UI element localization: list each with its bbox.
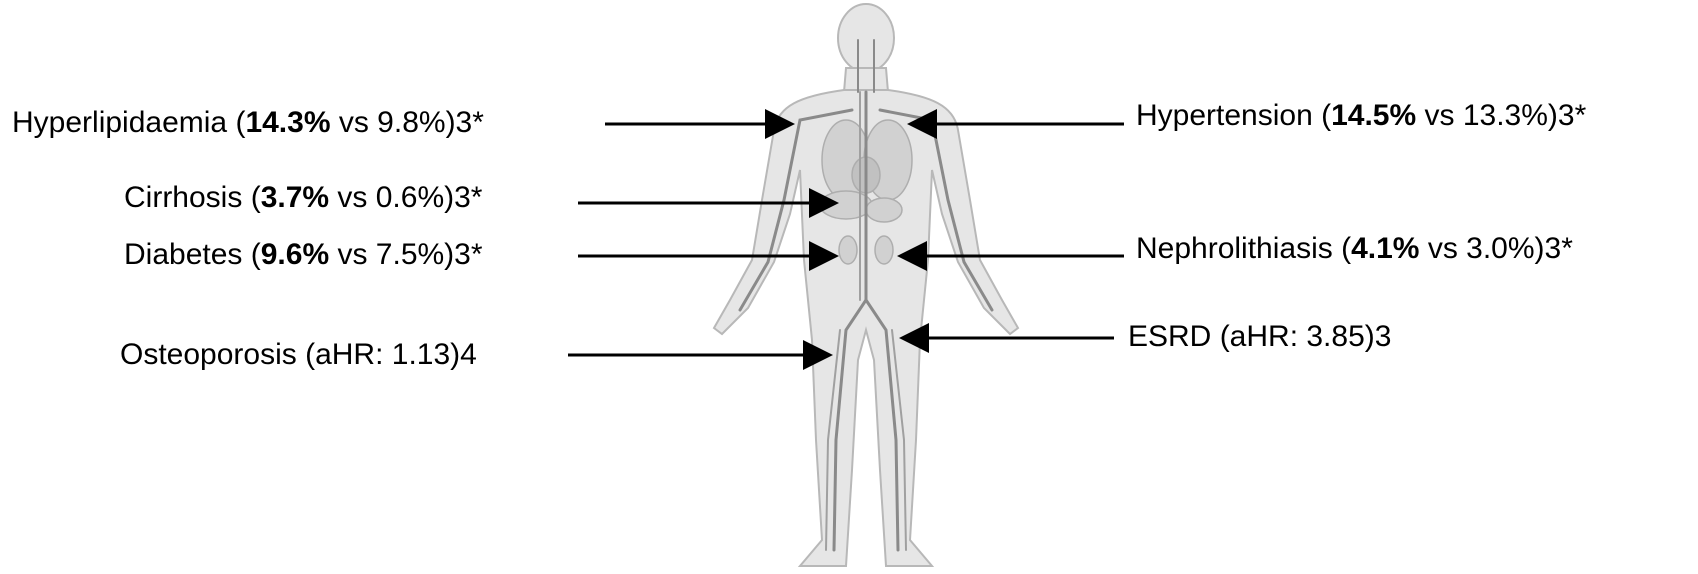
label-nephrolithiasis: Nephrolithiasis (4.1% vs 3.0%)3* xyxy=(1136,232,1573,266)
condition-name: Hypertension xyxy=(1136,99,1313,132)
patient-rate: 3.7% xyxy=(261,181,329,214)
label-hyperlipidaemia: Hyperlipidaemia (14.3% vs 9.8%)3* xyxy=(12,106,484,140)
comparison-text: vs 0.6%)3* xyxy=(329,181,482,214)
condition-name: Diabetes xyxy=(124,238,242,271)
condition-name: Osteoporosis xyxy=(120,338,297,371)
comparison-text: vs 9.8%)3* xyxy=(331,106,484,139)
label-cirrhosis: Cirrhosis (3.7% vs 0.6%)3* xyxy=(124,181,482,215)
condition-name: Nephrolithiasis xyxy=(1136,232,1333,265)
patient-rate: 14.5% xyxy=(1331,99,1416,132)
blood-vessels xyxy=(740,40,992,550)
comparison-text: vs 3.0%)3* xyxy=(1419,232,1572,265)
patient-rate: 9.6% xyxy=(261,238,329,271)
patient-rate: 4.1% xyxy=(1351,232,1419,265)
condition-name: Hyperlipidaemia xyxy=(12,106,227,139)
condition-name: Cirrhosis xyxy=(124,181,242,214)
condition-name: ESRD xyxy=(1128,320,1211,353)
patient-rate: 14.3% xyxy=(245,106,330,139)
label-diabetes: Diabetes (9.6% vs 7.5%)3* xyxy=(124,238,483,272)
comparison-text: (aHR: 1.13)4 xyxy=(297,338,477,371)
label-osteoporosis: Osteoporosis (aHR: 1.13)4 xyxy=(120,338,477,372)
comparison-text: vs 13.3%)3* xyxy=(1416,99,1586,132)
label-hypertension: Hypertension (14.5% vs 13.3%)3* xyxy=(1136,99,1586,133)
label-esrd: ESRD (aHR: 3.85)3 xyxy=(1128,320,1391,354)
comparison-text: (aHR: 3.85)3 xyxy=(1211,320,1391,353)
comparison-text: vs 7.5%)3* xyxy=(329,238,482,271)
